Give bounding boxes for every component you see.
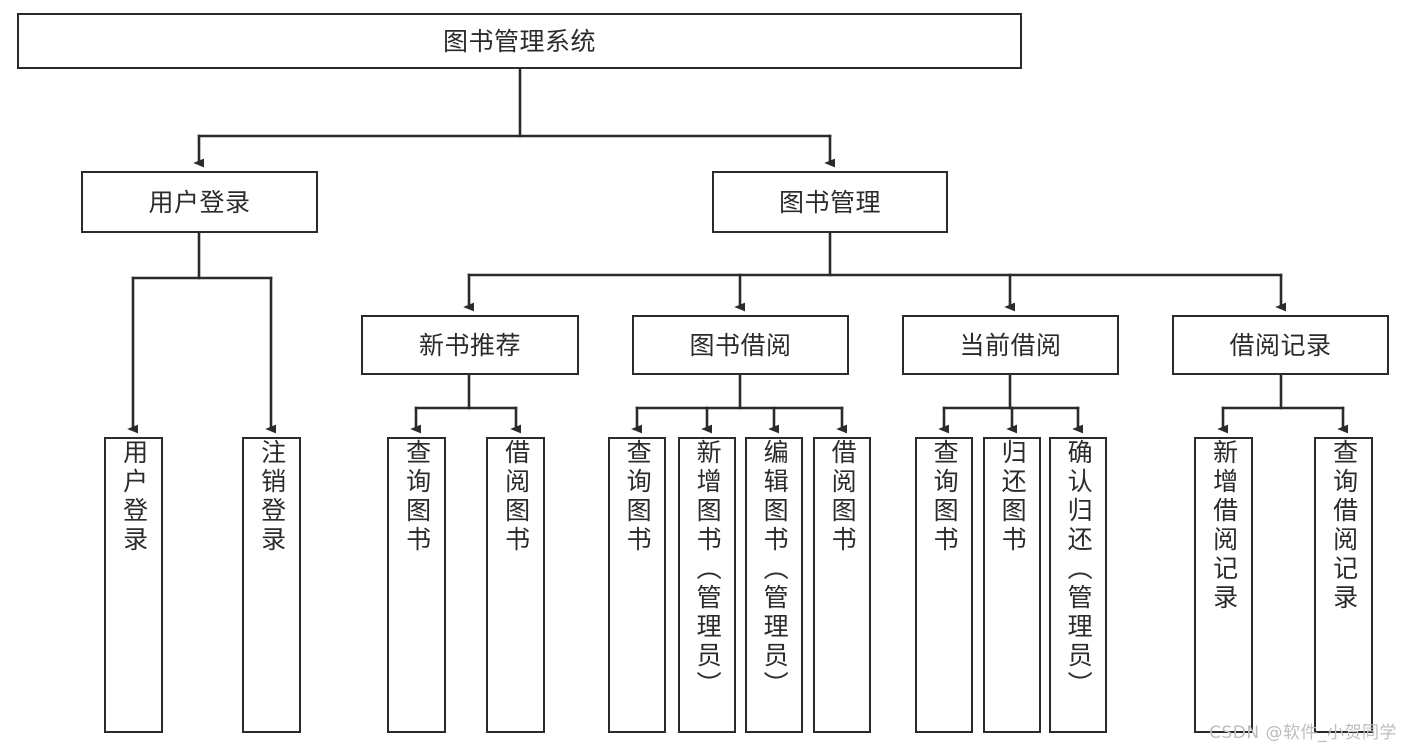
node-leaf-borrow-book-2[interactable]: 借阅图书 <box>813 437 871 733</box>
node-leaf-query-record[interactable]: 查询借阅记录 <box>1314 437 1373 733</box>
node-leaf-add-record-label: 新增借阅记录 <box>1209 439 1239 613</box>
node-leaf-borrow-book-1[interactable]: 借阅图书 <box>486 437 545 733</box>
node-leaf-edit-book-label: 编辑图书（管理员） <box>760 439 790 700</box>
node-leaf-query-book-3[interactable]: 查询图书 <box>915 437 973 733</box>
node-book-borrow-label: 图书借阅 <box>689 330 792 360</box>
node-leaf-logout[interactable]: 注销登录 <box>242 437 301 733</box>
node-borrow-record-label: 借阅记录 <box>1229 330 1332 360</box>
node-leaf-query-book-1-label: 查询图书 <box>402 439 432 555</box>
node-book-manage-label: 图书管理 <box>778 187 881 217</box>
node-leaf-query-book-2[interactable]: 查询图书 <box>608 437 666 733</box>
node-user-login-label: 用户登录 <box>148 187 251 217</box>
node-leaf-return-book[interactable]: 归还图书 <box>983 437 1041 733</box>
node-borrow-record[interactable]: 借阅记录 <box>1172 315 1389 375</box>
node-current-borrow-label: 当前借阅 <box>959 330 1062 360</box>
node-leaf-query-book-2-label: 查询图书 <box>623 439 653 555</box>
node-leaf-add-book[interactable]: 新增图书（管理员） <box>678 437 736 733</box>
node-leaf-confirm-return[interactable]: 确认归还（管理员） <box>1049 437 1107 733</box>
node-root-label: 图书管理系统 <box>442 26 596 56</box>
node-leaf-borrow-book-1-label: 借阅图书 <box>501 439 531 555</box>
node-current-borrow[interactable]: 当前借阅 <box>902 315 1119 375</box>
watermark-text: CSDN @软件_小贺同学 <box>1209 723 1397 743</box>
node-leaf-user-login[interactable]: 用户登录 <box>104 437 163 733</box>
node-leaf-return-book-label: 归还图书 <box>998 439 1028 555</box>
node-leaf-edit-book[interactable]: 编辑图书（管理员） <box>745 437 803 733</box>
node-leaf-user-login-label: 用户登录 <box>119 439 149 555</box>
node-new-book-rec[interactable]: 新书推荐 <box>361 315 579 375</box>
node-leaf-add-record[interactable]: 新增借阅记录 <box>1194 437 1253 733</box>
node-new-book-rec-label: 新书推荐 <box>418 330 521 360</box>
node-book-manage[interactable]: 图书管理 <box>712 171 948 233</box>
node-leaf-query-book-1[interactable]: 查询图书 <box>387 437 446 733</box>
node-leaf-logout-label: 注销登录 <box>257 439 287 555</box>
node-user-login[interactable]: 用户登录 <box>81 171 318 233</box>
node-root[interactable]: 图书管理系统 <box>17 13 1022 69</box>
node-leaf-query-record-label: 查询借阅记录 <box>1329 439 1359 613</box>
node-leaf-confirm-return-label: 确认归还（管理员） <box>1064 439 1094 700</box>
node-leaf-borrow-book-2-label: 借阅图书 <box>828 439 858 555</box>
node-leaf-query-book-3-label: 查询图书 <box>930 439 960 555</box>
node-book-borrow[interactable]: 图书借阅 <box>632 315 849 375</box>
node-leaf-add-book-label: 新增图书（管理员） <box>693 439 723 700</box>
